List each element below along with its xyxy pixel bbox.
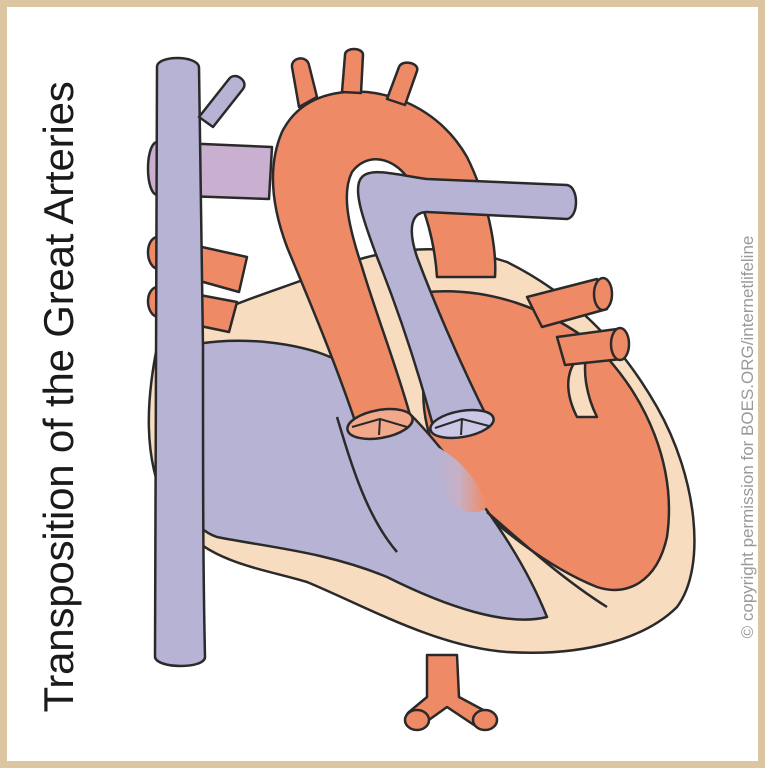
left-subclavian-artery [387,63,417,105]
diagram-panel: Transposition of the Great Arteries © co… [7,7,758,761]
heart-diagram [7,7,758,761]
vena-cava-branch [199,76,244,127]
descending-aorta-left-opening [405,710,429,730]
left-carotid-artery [342,49,363,93]
pulmonary-vein-lower-opening [611,328,629,360]
diagram-title: Transposition of the Great Arteries [35,81,83,712]
pulmonary-vein-upper-opening [594,278,612,310]
copyright-credit: © copyright permission for BOES.ORG/inte… [738,236,758,639]
vena-cava [155,58,205,666]
brachiocephalic-artery [292,58,317,107]
descending-aorta-right-opening [473,710,497,730]
